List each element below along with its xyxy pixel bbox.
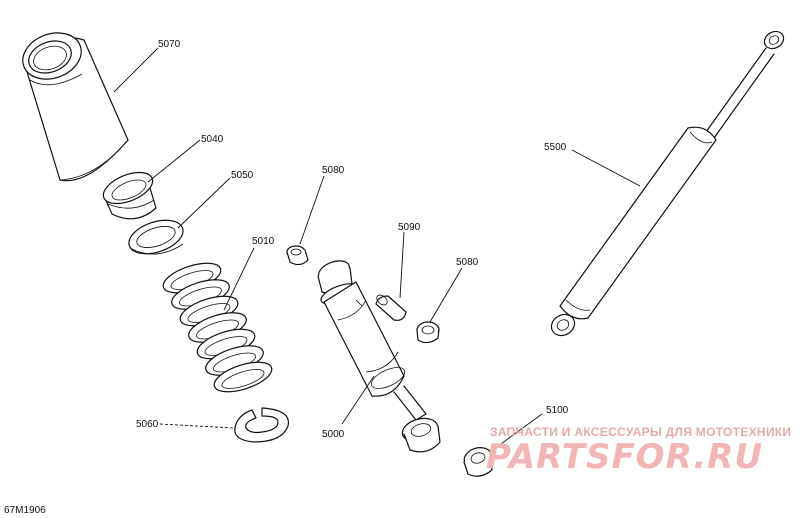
callout-5010: 5010 xyxy=(252,236,275,247)
callout-labels: 5070 5040 5050 5010 5060 5080 5090 5080 … xyxy=(136,39,569,440)
diagram-id-label: 67M1906 xyxy=(4,505,46,516)
watermark-logo: PARTSFOR.RU xyxy=(486,437,763,477)
watermark-tagline: ЗАПЧАСТИ И АКСЕССУАРЫ ДЛЯ МОТОТЕХНИКИ xyxy=(490,425,791,439)
callout-5100: 5100 xyxy=(546,405,569,416)
callout-5080-lower: 5080 xyxy=(456,257,479,268)
callout-5000: 5000 xyxy=(322,429,345,440)
part-5040-spring-cup xyxy=(102,171,157,220)
callout-5060: 5060 xyxy=(136,419,159,430)
part-5100-bushing xyxy=(463,447,493,477)
part-5060-split-ring xyxy=(234,407,290,443)
part-5000-shock-absorber xyxy=(317,260,441,453)
part-5050-washer xyxy=(128,219,184,255)
part-5010-coil-spring xyxy=(162,262,273,393)
part-5500-strut xyxy=(550,30,785,337)
callout-5050: 5050 xyxy=(231,170,254,181)
spring-coil-inner xyxy=(221,369,265,389)
callout-5080-upper: 5080 xyxy=(322,165,345,176)
callout-5070: 5070 xyxy=(158,39,181,50)
watermark: ЗАПЧАСТИ И АКСЕССУАРЫ ДЛЯ МОТОТЕХНИКИ PA… xyxy=(486,425,791,477)
callout-5500: 5500 xyxy=(544,142,567,153)
part-5080-bushing-lower xyxy=(416,321,440,344)
part-5070-cover xyxy=(22,32,129,182)
callout-5040: 5040 xyxy=(201,134,224,145)
leader-lines xyxy=(113,47,641,453)
part-5080-bushing-upper xyxy=(286,245,309,266)
callout-5090: 5090 xyxy=(398,222,421,233)
part-5090-sleeve xyxy=(375,294,407,321)
